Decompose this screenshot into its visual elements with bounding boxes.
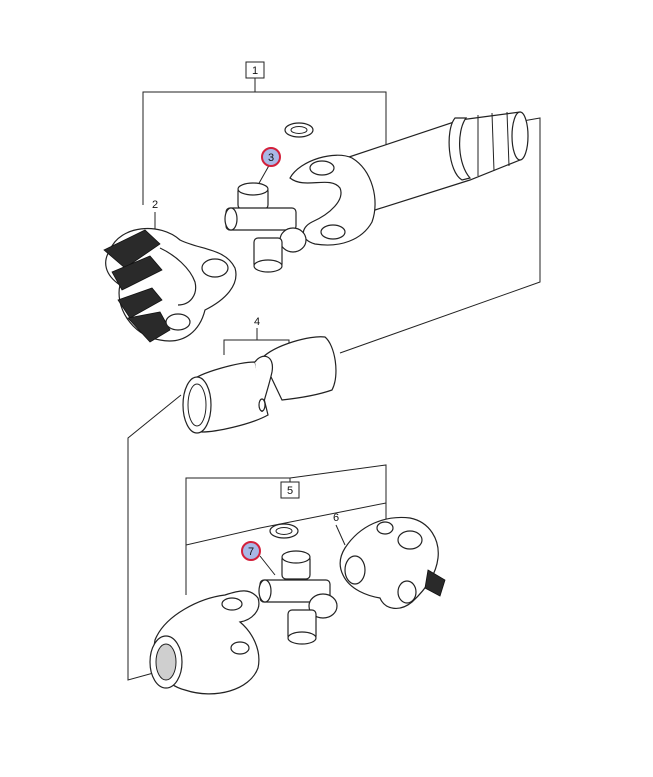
callout-3-label: 3 [268, 152, 274, 164]
universal-joint-upper [224, 122, 314, 273]
callout-2-label: 2 [152, 199, 158, 211]
callout-4[interactable]: 4 [254, 316, 260, 328]
callout-6-label: 6 [333, 512, 339, 524]
driveshaft-tube [289, 111, 529, 246]
callout-2[interactable]: 2 [152, 199, 158, 211]
callout-5[interactable]: 5 [280, 481, 300, 499]
end-yoke-lower [149, 590, 260, 695]
callout-7-label: 7 [248, 546, 254, 558]
callout-5-label: 5 [287, 485, 293, 497]
callout-7-hotspot[interactable]: 7 [241, 541, 261, 561]
callout-1-label: 1 [252, 65, 258, 77]
callout-4-label: 4 [254, 316, 260, 328]
callout-6[interactable]: 6 [333, 512, 339, 524]
callout-3-hotspot[interactable]: 3 [261, 147, 281, 167]
slip-yoke-part [103, 227, 237, 343]
center-bearing-sleeves [182, 336, 337, 434]
flange-yoke-part [339, 516, 446, 609]
callout-1[interactable]: 1 [245, 61, 265, 79]
universal-joint-lower [258, 523, 338, 645]
